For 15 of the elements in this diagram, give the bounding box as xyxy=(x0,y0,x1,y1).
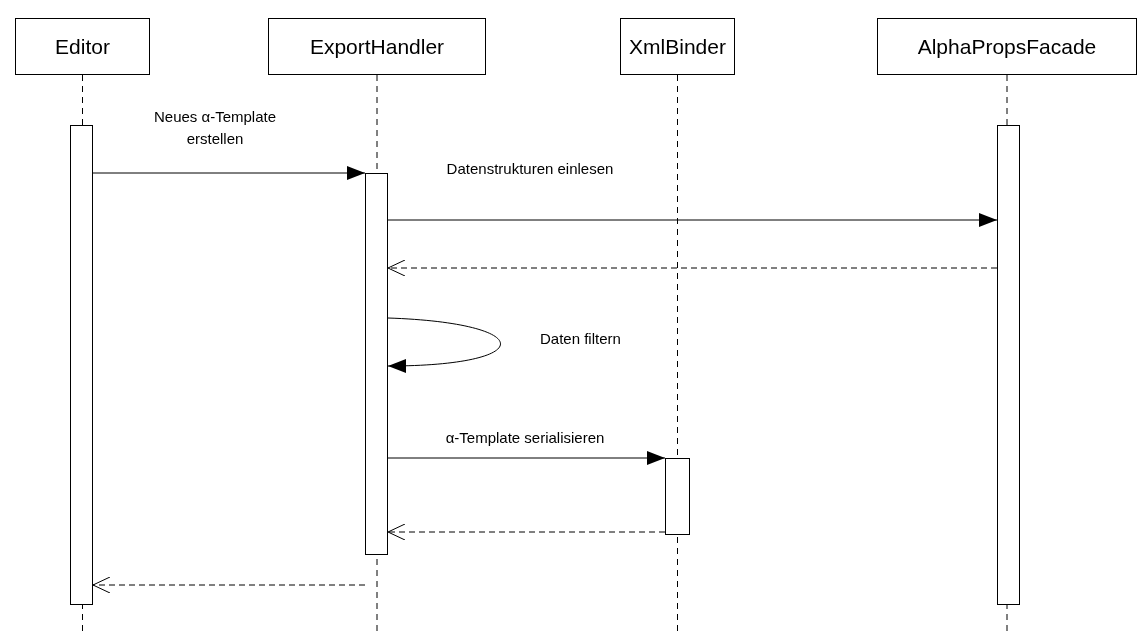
return-arrow xyxy=(387,523,666,541)
activation-bar xyxy=(365,173,388,555)
return-arrow xyxy=(92,576,366,594)
message-arrow xyxy=(387,213,998,227)
message-arrow xyxy=(92,166,366,180)
activation-bar xyxy=(997,125,1020,605)
lifeline-header: AlphaPropsFacade xyxy=(877,18,1137,75)
activation-bar xyxy=(70,125,93,605)
activation-bar xyxy=(665,458,690,535)
message-arrow xyxy=(387,451,666,465)
lifeline-header: XmlBinder xyxy=(620,18,735,75)
lifeline-header: ExportHandler xyxy=(268,18,486,75)
return-arrow xyxy=(387,259,998,277)
lifeline-header: Editor xyxy=(15,18,150,75)
message-arrow xyxy=(387,317,501,373)
